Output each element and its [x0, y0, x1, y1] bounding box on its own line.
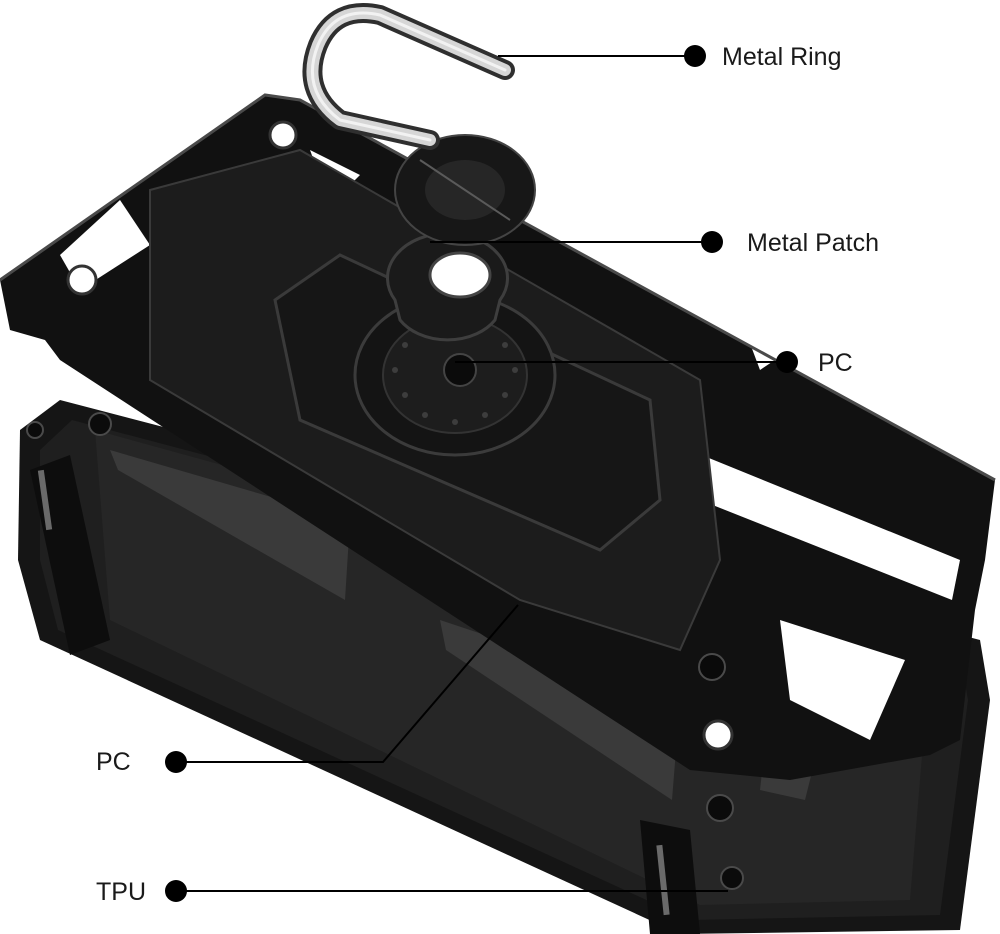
callout-leader-pc-top	[455, 351, 798, 373]
callout-label-metal-ring: Metal Ring	[722, 43, 842, 71]
callout-dot	[701, 231, 723, 253]
metal-patch	[386, 134, 536, 342]
callout-leader-tpu	[165, 880, 728, 902]
callout-dot	[165, 751, 187, 773]
tpu-back-shell	[18, 400, 990, 934]
callout-label-pc-bottom: PC	[96, 748, 131, 776]
callout-label-tpu: TPU	[96, 878, 146, 906]
callout-label-metal-patch: Metal Patch	[747, 229, 880, 257]
callout-leader-metal-patch	[430, 231, 723, 253]
callout-dot	[165, 880, 187, 902]
callout-label-pc-top: PC	[818, 349, 853, 377]
callout-dot	[776, 351, 798, 373]
callout-leader-metal-ring	[498, 45, 706, 67]
callout-leader-pc-bottom	[165, 604, 519, 773]
metal-ring	[302, 3, 515, 150]
callout-dot	[684, 45, 706, 67]
